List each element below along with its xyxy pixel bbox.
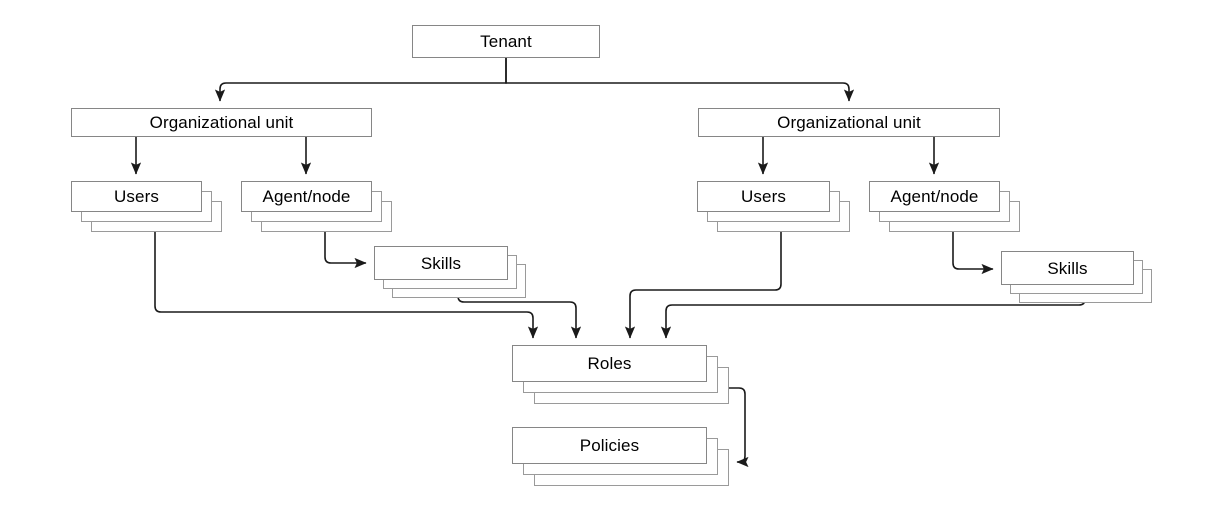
node-ou-left-label: Organizational unit xyxy=(149,113,294,132)
node-users-right[interactable]: Users xyxy=(697,181,830,212)
node-ou-right[interactable]: Organizational unit xyxy=(698,108,1000,137)
edge-agent-right-to-skills-right xyxy=(952,231,994,275)
node-skills-right[interactable]: Skills xyxy=(1001,251,1134,285)
node-agent-left[interactable]: Agent/node xyxy=(241,181,372,212)
edge-tenant-to-ou-right xyxy=(505,58,855,102)
node-agent-right-label: Agent/node xyxy=(890,187,979,206)
node-skills-right-label: Skills xyxy=(1047,258,1088,278)
edge-skills-left-to-roles xyxy=(457,295,582,339)
edge-users-right-to-roles xyxy=(624,231,782,339)
edge-tenant-to-ou-left xyxy=(214,58,507,102)
node-skills-left[interactable]: Skills xyxy=(374,246,508,280)
node-agent-left-label: Agent/node xyxy=(262,187,351,206)
node-ou-left[interactable]: Organizational unit xyxy=(71,108,372,137)
node-tenant-label: Tenant xyxy=(480,32,532,51)
node-skills-left-label: Skills xyxy=(420,253,462,273)
node-users-left[interactable]: Users xyxy=(71,181,202,212)
node-policies[interactable]: Policies xyxy=(512,427,707,464)
node-users-right-label: Users xyxy=(741,187,786,206)
node-policies-label: Policies xyxy=(579,436,640,455)
node-users-left-label: Users xyxy=(114,187,159,206)
edge-agent-left-to-skills-left xyxy=(324,231,367,269)
node-tenant[interactable]: Tenant xyxy=(412,25,600,58)
node-ou-right-label: Organizational unit xyxy=(777,113,921,132)
node-roles[interactable]: Roles xyxy=(512,345,707,382)
edge-skills-right-to-roles xyxy=(660,298,1086,339)
node-agent-right[interactable]: Agent/node xyxy=(869,181,1000,212)
node-roles-label: Roles xyxy=(587,354,632,373)
